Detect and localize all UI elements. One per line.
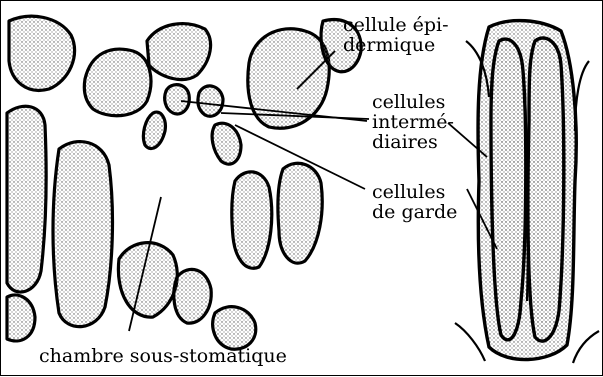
mesophyll-cell: [7, 295, 35, 341]
intermediate-label: cellules intermé- diaires: [372, 92, 454, 152]
guard-label-line-2: de garde: [372, 202, 457, 222]
chamber-label: chambre sous-stomatique: [39, 346, 287, 366]
mesophyll-cell: [278, 163, 322, 263]
guard-cell: [165, 85, 190, 114]
guard-label: cellules de garde: [372, 182, 457, 222]
epidermal-cell: [9, 16, 75, 90]
guard-cell: [198, 86, 223, 116]
epidermal-cell: [84, 49, 151, 116]
epidermal-label-line-1: cellule épi-: [343, 15, 449, 35]
mesophyll-cell: [53, 142, 112, 327]
intermediate-label-line-2: intermé-: [372, 112, 454, 132]
mesophyll-cell: [7, 106, 46, 292]
left-cell-section: [7, 16, 361, 349]
mesophyll-cell: [213, 307, 256, 350]
mesophyll-cell: [174, 269, 211, 323]
epidermal-label-line-2: dermique: [343, 35, 449, 55]
guard-label-line-1: cellules: [372, 182, 457, 202]
guard-cell: [528, 38, 564, 341]
guard-cell: [491, 39, 526, 340]
epidermal-label: cellule épi- dermique: [343, 15, 449, 55]
intermediate-cell: [143, 112, 165, 148]
epidermal-cell: [147, 24, 211, 80]
intermediate-cell: [212, 123, 241, 164]
mesophyll-cell: [232, 172, 272, 268]
intermediate-label-line-1: cellules: [372, 92, 454, 112]
intermediate-label-line-3: diaires: [372, 132, 454, 152]
